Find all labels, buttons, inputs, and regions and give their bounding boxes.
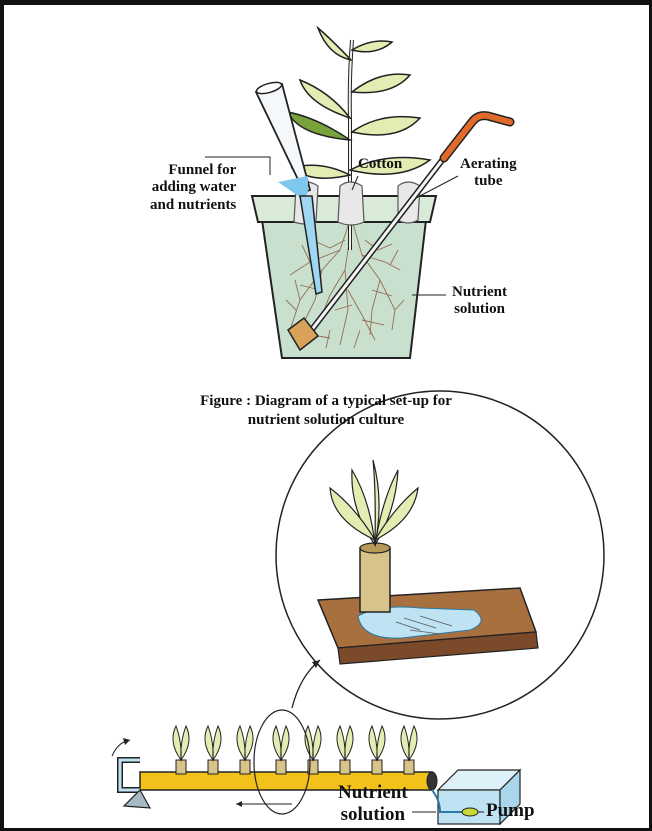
leaf — [352, 117, 420, 135]
pipe-plant — [173, 726, 189, 774]
label-nutrient-line2: solution — [452, 301, 507, 318]
label-nutrient-line1: Nutrient — [452, 284, 507, 301]
hydroponic-system — [112, 391, 604, 824]
label-funnel-line1: Funnel for — [150, 162, 236, 179]
figure-caption: Figure : Diagram of a typical set-up for… — [0, 392, 652, 430]
pipe-plants — [173, 726, 417, 774]
label-funnel: Funnel for adding water and nutrients — [150, 162, 236, 214]
leaf — [288, 112, 350, 140]
label-cotton: Cotton — [358, 156, 402, 173]
label-aerating-tube: Aerating tube — [460, 156, 517, 191]
label-funnel-line2: adding water — [150, 179, 236, 196]
magnified-view-circle — [276, 391, 604, 719]
pipe-plant — [305, 726, 321, 774]
label-funnel-line3: and nutrients — [150, 197, 236, 214]
label-pump: Pump — [486, 800, 535, 822]
funnel-tube — [256, 84, 310, 192]
cup — [360, 548, 390, 612]
caption-line1: Figure : Diagram of a typical set-up for — [0, 392, 652, 411]
leaf — [300, 80, 350, 118]
pipe-plant — [273, 726, 289, 774]
label-bottom-nutrient-line1: Nutrient — [338, 782, 408, 804]
pipe-plant — [205, 726, 221, 774]
label-aerating-line1: Aerating — [460, 156, 517, 173]
pump-icon — [462, 808, 478, 816]
leaf — [352, 41, 392, 52]
label-aerating-line2: tube — [460, 173, 517, 190]
pipe-plant — [401, 726, 417, 774]
label-bottom-nutrient-line2: solution — [338, 804, 408, 826]
leaf — [318, 28, 351, 60]
pipe-plant — [337, 726, 353, 774]
pipe-plant — [237, 726, 253, 774]
caption-line2: nutrient solution culture — [0, 411, 652, 430]
pipe-plant — [369, 726, 385, 774]
leaf — [352, 74, 410, 93]
cotton-plug — [338, 182, 364, 225]
label-nutrient-solution-bottom: Nutrient solution — [338, 782, 408, 826]
label-nutrient-solution-top: Nutrient solution — [452, 284, 507, 319]
